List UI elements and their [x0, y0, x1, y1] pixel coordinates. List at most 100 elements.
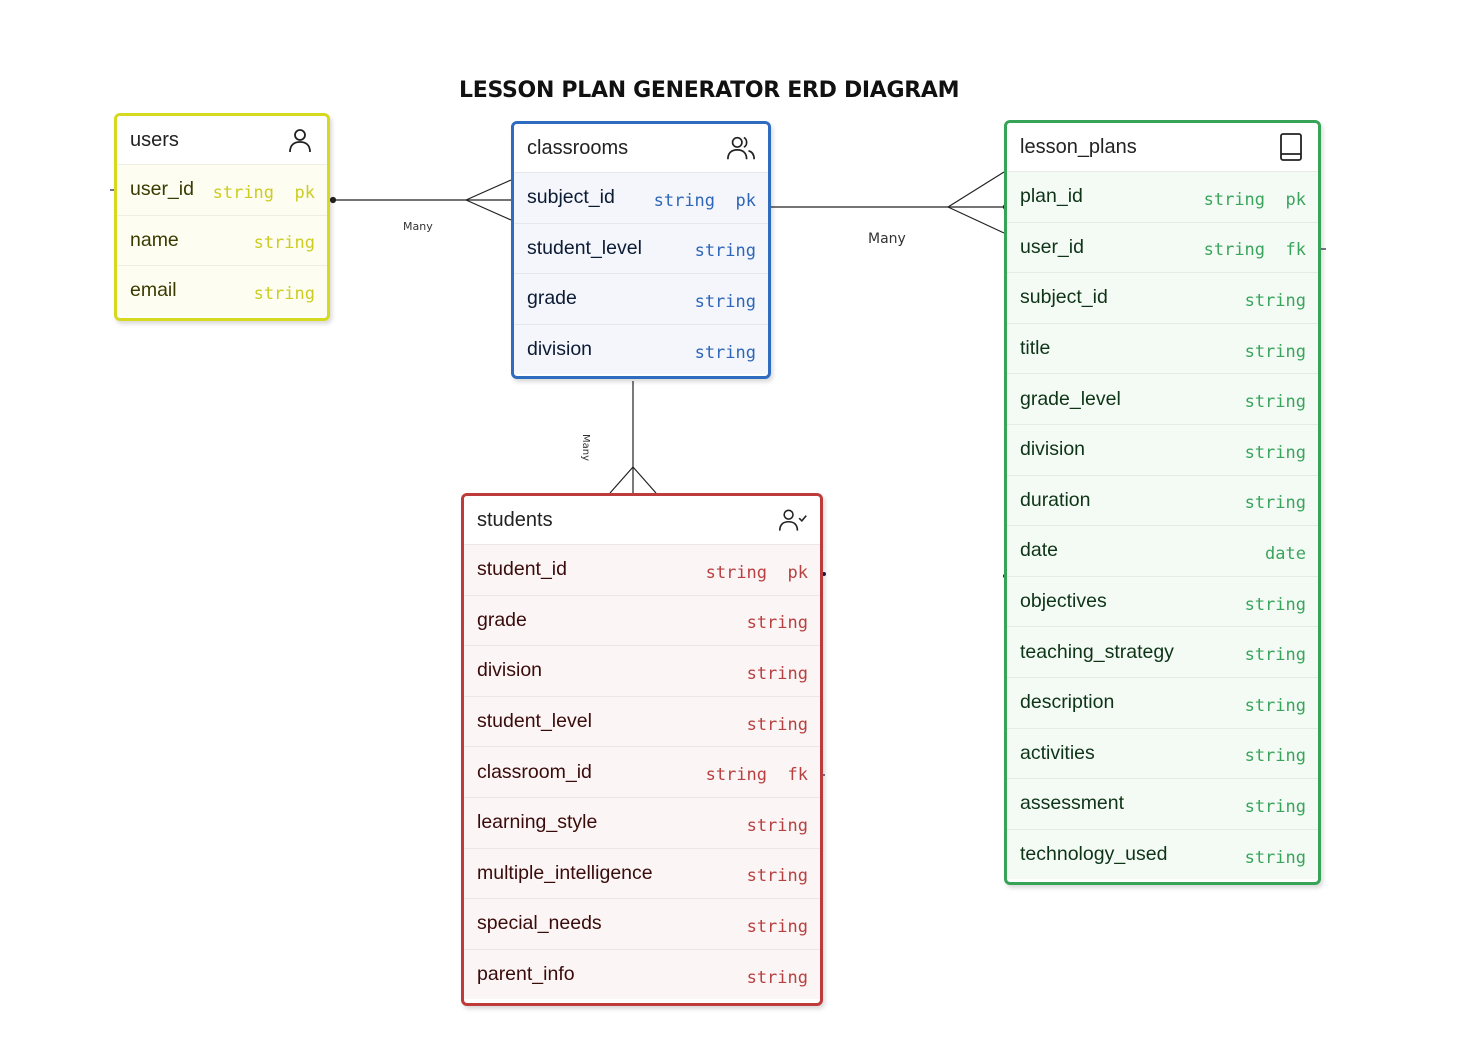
- diagram-title: LESSON PLAN GENERATOR ERD DIAGRAM: [459, 78, 960, 103]
- field-type: string fk: [705, 765, 808, 786]
- field-row[interactable]: title string: [1007, 322, 1318, 374]
- book-icon: [1276, 132, 1306, 162]
- field-row[interactable]: subject_id string pk: [514, 172, 768, 223]
- field-name: user_id: [1020, 235, 1084, 258]
- field-name: student_level: [477, 710, 592, 733]
- field-name: student_id: [477, 558, 567, 581]
- field-type: string: [1244, 695, 1306, 716]
- field-row[interactable]: student_level string: [464, 695, 820, 747]
- field-row[interactable]: email string: [117, 265, 327, 316]
- field-name: date: [1020, 539, 1058, 562]
- entity-header: students: [464, 496, 820, 544]
- field-type: string pk: [1203, 189, 1306, 210]
- field-type: string: [1244, 796, 1306, 817]
- field-name: parent_info: [477, 963, 575, 986]
- field-row[interactable]: student_level string: [514, 222, 768, 274]
- field-row[interactable]: description string: [1007, 676, 1318, 728]
- relationship-classrooms-lesson-plans: [771, 171, 1010, 234]
- field-name: activities: [1020, 741, 1095, 764]
- field-row[interactable]: user_id string pk: [117, 164, 327, 215]
- field-name: teaching_strategy: [1020, 640, 1174, 663]
- field-type: string: [694, 291, 756, 312]
- field-type: string: [1244, 290, 1306, 311]
- entity-students[interactable]: students student_id string pk grade string…: [461, 493, 823, 1006]
- relationship-label-classrooms-lesson-plans: Many: [868, 231, 906, 247]
- field-name: technology_used: [1020, 843, 1168, 866]
- entity-title: users: [130, 128, 179, 151]
- field-row[interactable]: technology_used string: [1007, 828, 1318, 880]
- field-name: assessment: [1020, 792, 1125, 815]
- field-type: string: [1244, 392, 1306, 413]
- field-type: string pk: [705, 562, 808, 583]
- field-type: string: [1244, 341, 1306, 362]
- field-type: string: [694, 241, 756, 262]
- field-name: subject_id: [1020, 286, 1108, 309]
- field-name: grade: [527, 287, 577, 310]
- field-name: description: [1020, 691, 1115, 714]
- field-name: multiple_intelligence: [477, 861, 653, 884]
- entity-title: classrooms: [527, 136, 629, 159]
- field-type: string: [746, 815, 808, 836]
- entity-header: users: [117, 116, 327, 164]
- field-name: title: [1020, 337, 1051, 360]
- field-name: student_level: [527, 236, 642, 259]
- field-name: duration: [1020, 488, 1091, 511]
- field-row[interactable]: grade string: [464, 594, 820, 646]
- field-type: string: [746, 916, 808, 937]
- field-row[interactable]: parent_info string: [464, 948, 820, 1000]
- field-type: string pk: [212, 182, 315, 203]
- field-name: user_id: [130, 178, 194, 201]
- user-icon: [285, 125, 315, 155]
- field-name: name: [130, 228, 179, 251]
- field-row[interactable]: special_needs string: [464, 898, 820, 949]
- field-type: string: [1244, 645, 1306, 666]
- field-row[interactable]: assessment string: [1007, 778, 1318, 829]
- field-row[interactable]: subject_id string: [1007, 272, 1318, 323]
- field-name: division: [477, 659, 543, 682]
- field-row[interactable]: multiple_intelligence string: [464, 847, 820, 899]
- entity-users[interactable]: users user_id string pk name string email s…: [114, 113, 330, 321]
- field-type: string: [746, 866, 808, 887]
- entity-header: classrooms: [514, 124, 768, 172]
- user-check-icon: [778, 505, 808, 535]
- field-name: grade: [477, 608, 527, 631]
- entity-title: lesson_plans: [1020, 135, 1137, 158]
- relationship-classrooms-students: [609, 381, 657, 501]
- field-type: string: [253, 233, 315, 254]
- field-row[interactable]: student_id string pk: [464, 544, 820, 595]
- field-name: special_needs: [477, 912, 602, 935]
- field-name: email: [130, 279, 177, 302]
- field-type: string: [253, 283, 315, 304]
- entity-classrooms[interactable]: classrooms subject_id string pk student_l…: [511, 121, 771, 379]
- field-type: string: [1244, 847, 1306, 868]
- field-row[interactable]: teaching_strategy string: [1007, 626, 1318, 677]
- field-row[interactable]: division string: [514, 323, 768, 375]
- field-type: string: [746, 967, 808, 988]
- field-type: string: [746, 714, 808, 735]
- entity-header: lesson_plans: [1007, 123, 1318, 171]
- users-group-icon: [726, 133, 756, 163]
- field-name: objectives: [1020, 590, 1107, 613]
- field-type: string: [746, 613, 808, 634]
- field-type: string: [694, 342, 756, 363]
- field-type: string pk: [653, 190, 756, 211]
- field-name: division: [1020, 438, 1086, 461]
- field-row[interactable]: objectives string: [1007, 575, 1318, 627]
- field-row[interactable]: grade string: [514, 273, 768, 324]
- field-type: string: [1244, 594, 1306, 615]
- relationship-users-classrooms: [329, 179, 522, 221]
- field-name: division: [527, 338, 593, 361]
- field-row[interactable]: name string: [117, 214, 327, 266]
- field-name: subject_id: [527, 186, 615, 209]
